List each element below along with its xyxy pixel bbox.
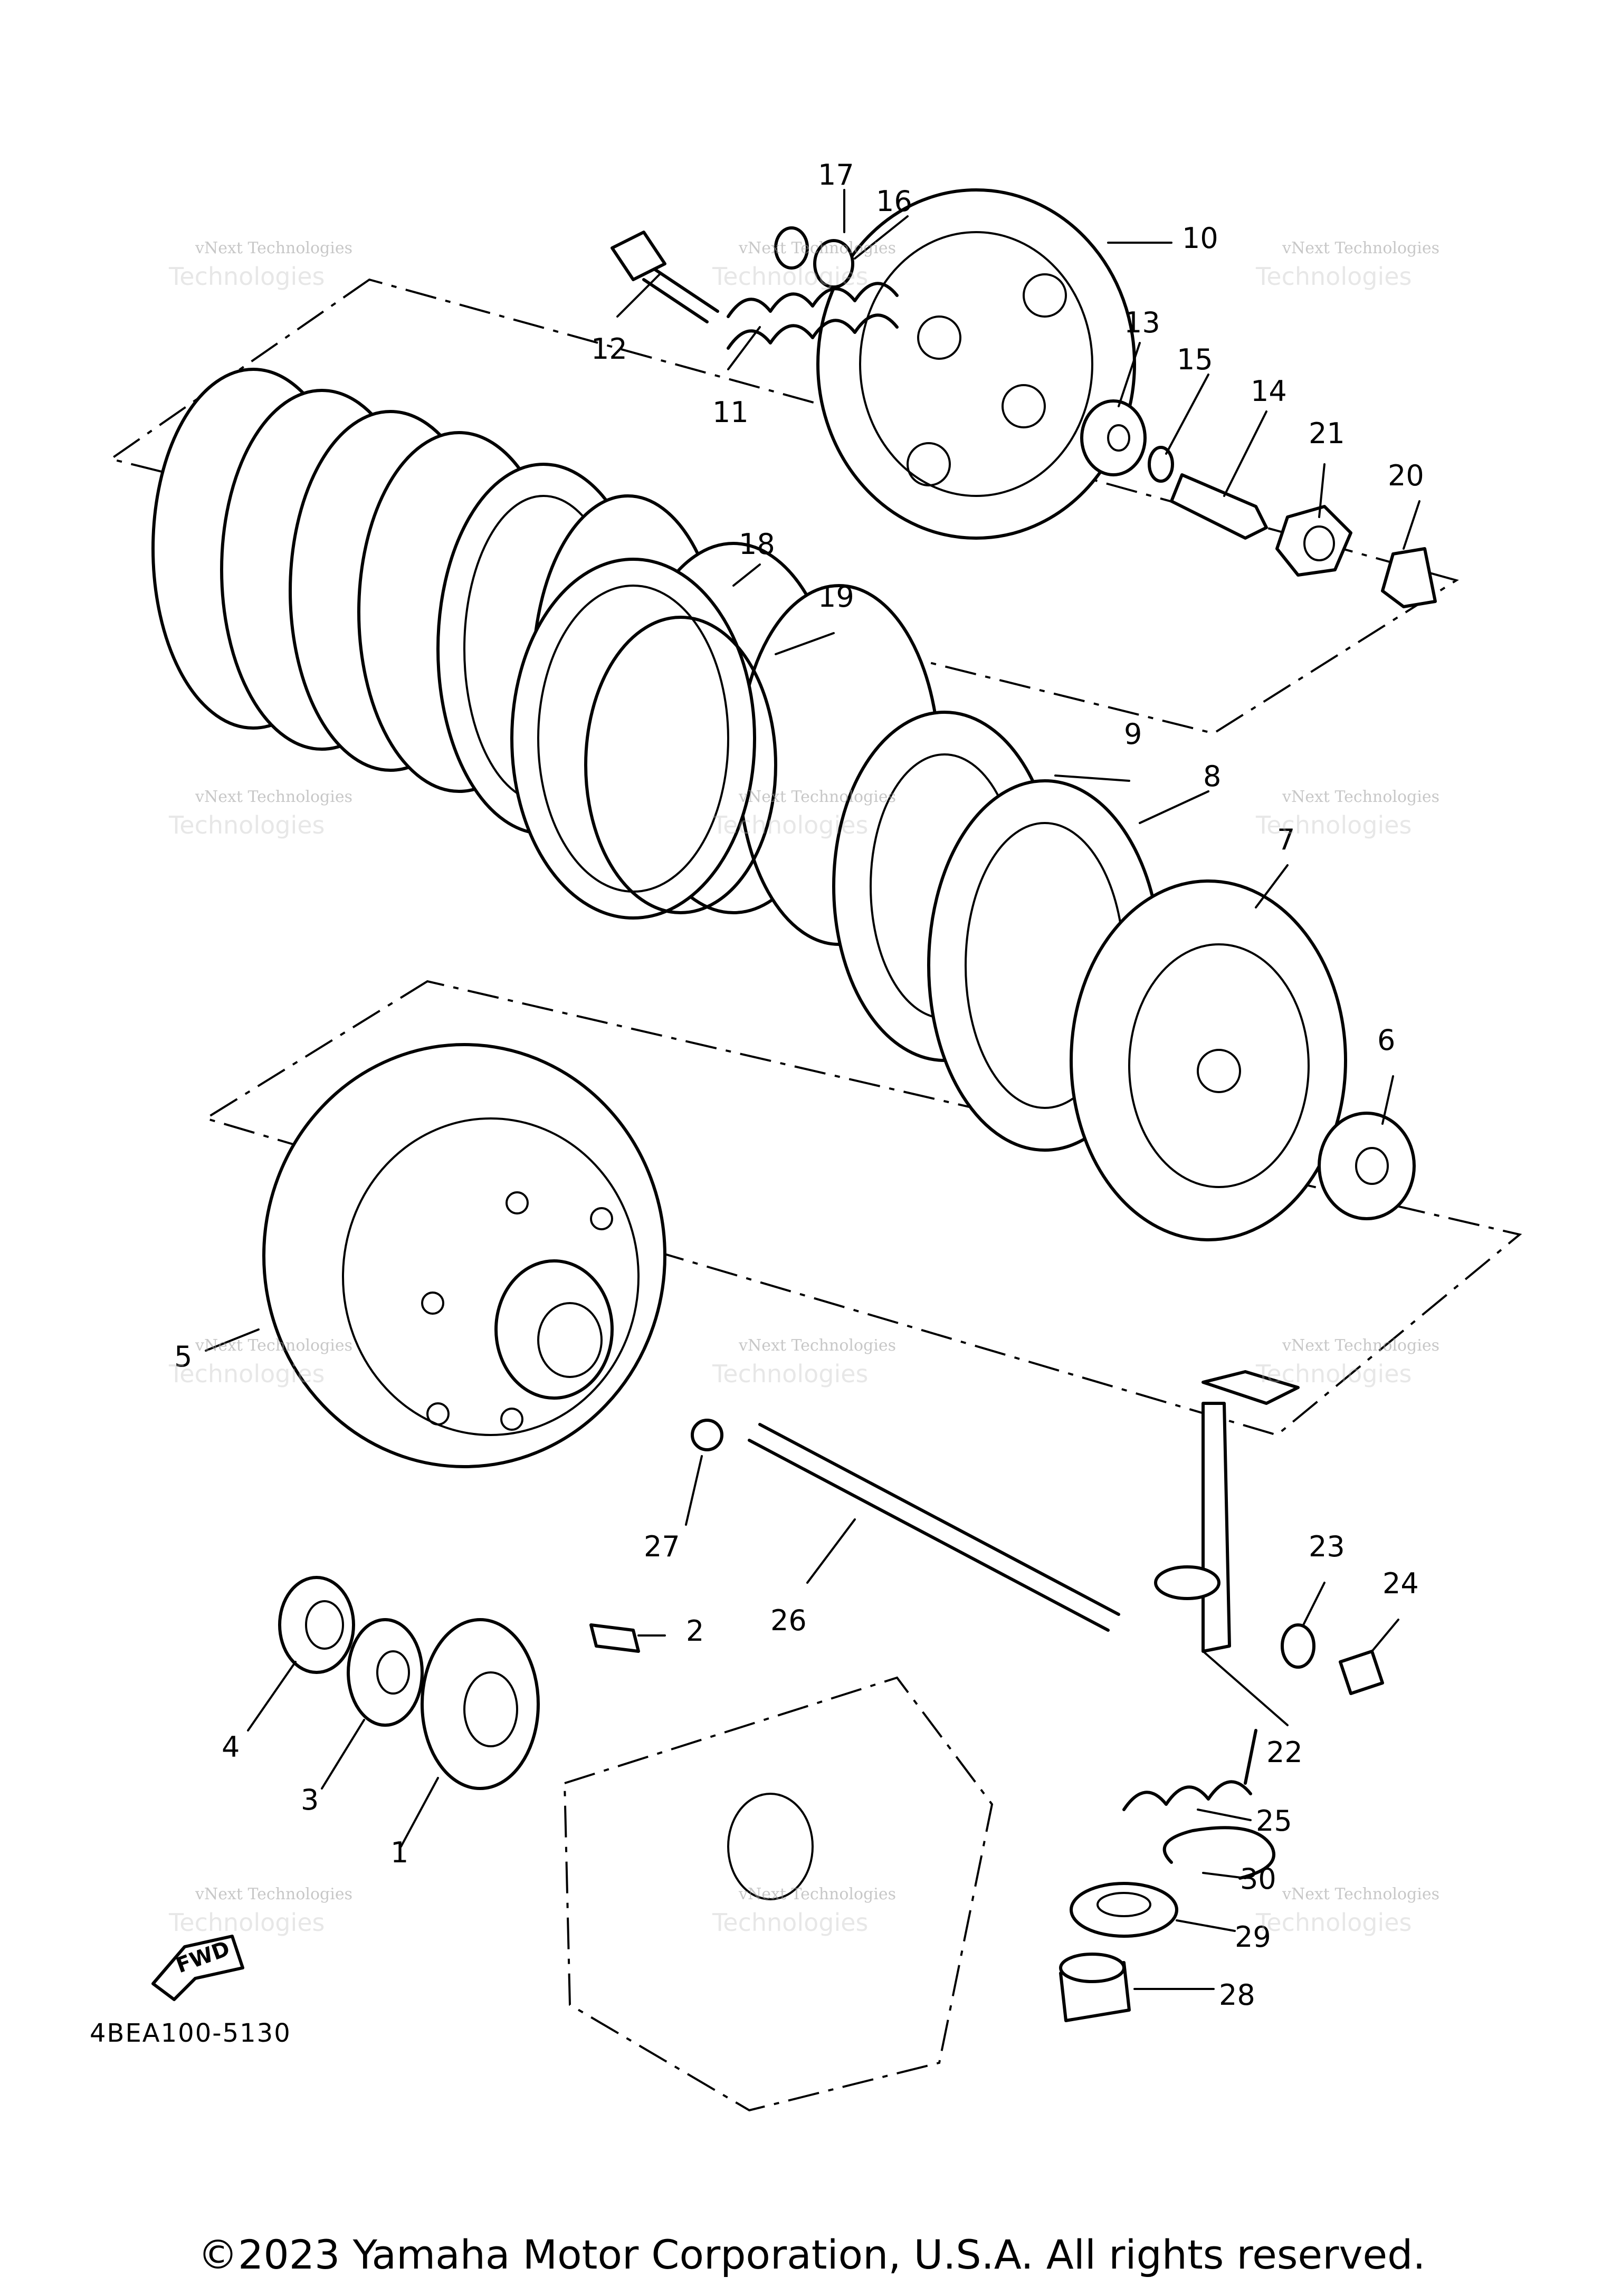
svg-text:vNext Technologies: vNext Technologies: [738, 239, 896, 257]
fwd-arrow-icon: FWD: [151, 1935, 244, 2001]
callout-13: 13: [1124, 306, 1160, 339]
spring-11: [727, 282, 899, 350]
callout-5: 5: [174, 1340, 192, 1373]
svg-text:vNext Technologies: vNext Technologies: [1282, 1336, 1439, 1355]
washer-16: [813, 239, 854, 289]
callout-18: 18: [739, 528, 775, 561]
callout-26: 26: [770, 1604, 807, 1637]
callout-6: 6: [1377, 1023, 1395, 1057]
callout-20: 20: [1388, 459, 1424, 492]
callout-11: 11: [712, 396, 749, 429]
callout-25: 25: [1256, 1804, 1292, 1838]
svg-text:vNext Technologies: vNext Technologies: [1282, 1885, 1439, 1903]
copyright-notice: ©2023 Yamaha Motor Corporation, U.S.A. A…: [198, 2231, 1426, 2278]
callout-28: 28: [1219, 1978, 1255, 2012]
callout-17: 17: [818, 158, 854, 192]
pressure-plate-10: [816, 188, 1136, 540]
callout-3: 3: [301, 1783, 319, 1816]
bearing-13: [1080, 399, 1147, 476]
callout-4: 4: [222, 1730, 240, 1764]
bolt-12: [611, 231, 719, 323]
svg-text:Technologies: Technologies: [1255, 262, 1412, 291]
svg-text:Technologies: Technologies: [168, 1360, 325, 1388]
svg-text:Technologies: Technologies: [1255, 1908, 1412, 1937]
svg-text:vNext Technologies: vNext Technologies: [195, 1885, 352, 1903]
svg-text:Technologies: Technologies: [712, 1360, 869, 1388]
clutch-housing-5: [262, 1043, 666, 1468]
callout-10: 10: [1182, 222, 1218, 255]
svg-text:vNext Technologies: vNext Technologies: [1282, 788, 1439, 806]
callout-27: 27: [644, 1530, 680, 1563]
watermarks: vNext Technologies Technologies vNext Te…: [168, 239, 1439, 1937]
callout-9: 9: [1124, 718, 1142, 751]
o-ring-15: [1148, 446, 1174, 483]
callout-16: 16: [876, 185, 912, 218]
callout-23: 23: [1309, 1530, 1345, 1563]
callout-30: 30: [1240, 1862, 1276, 1896]
collar-4: [278, 1576, 355, 1674]
key-2: [589, 1623, 640, 1653]
callout-12: 12: [591, 332, 627, 366]
ring-18: [510, 558, 756, 920]
washer-6: [1318, 1112, 1416, 1220]
callout-29: 29: [1235, 1920, 1271, 1954]
circlip-30: [1162, 1826, 1275, 1880]
nut-21: [1275, 505, 1352, 577]
ball-27: [691, 1419, 723, 1451]
svg-text:Technologies: Technologies: [168, 1908, 325, 1937]
svg-text:vNext Technologies: vNext Technologies: [738, 788, 896, 806]
washer-29: [1070, 1882, 1178, 1938]
svg-text:vNext Technologies: vNext Technologies: [738, 1336, 896, 1355]
lock-washer-20: [1381, 547, 1437, 608]
spring-25: [1122, 1729, 1257, 1811]
svg-text:vNext Technologies: vNext Technologies: [195, 1336, 352, 1355]
svg-text:Technologies: Technologies: [712, 1908, 869, 1937]
diagram-code: 4BEA100-5130: [90, 2018, 291, 2048]
clutch-boss-7: [1070, 879, 1347, 1241]
bolt-24: [1339, 1650, 1384, 1695]
callout-22: 22: [1266, 1736, 1303, 1769]
callout-1: 1: [390, 1836, 408, 1869]
push-lever-shaft-26: [748, 1423, 1120, 1632]
svg-text:vNext Technologies: vNext Technologies: [195, 788, 352, 806]
callout-7: 7: [1277, 823, 1295, 856]
bush-28: [1059, 1953, 1131, 2022]
svg-text:Technologies: Technologies: [168, 811, 325, 839]
callout-21: 21: [1309, 417, 1345, 450]
push-rod-14: [1170, 473, 1268, 540]
callout-8: 8: [1203, 760, 1221, 793]
svg-text:vNext Technologies: vNext Technologies: [195, 239, 352, 257]
svg-text:Technologies: Technologies: [1255, 1360, 1412, 1388]
callout-labels: 1 2 3 4 5 6 7 8 9 10 11 12 13 14 15 16 1…: [174, 158, 1424, 2012]
svg-text:vNext Technologies: vNext Technologies: [738, 1885, 896, 1903]
kick-shaft-22: [1154, 1370, 1300, 1653]
svg-text:Technologies: Technologies: [712, 811, 869, 839]
svg-text:Technologies: Technologies: [168, 262, 325, 291]
svg-text:vNext Technologies: vNext Technologies: [1282, 239, 1439, 257]
nut-17: [774, 226, 809, 270]
callout-15: 15: [1177, 343, 1213, 376]
callout-14: 14: [1251, 375, 1287, 408]
washer-23: [1281, 1623, 1315, 1669]
washer-3: [347, 1618, 424, 1727]
svg-text:Technologies: Technologies: [712, 262, 869, 291]
svg-text:Technologies: Technologies: [1255, 811, 1412, 839]
gear-1: [421, 1618, 540, 1790]
leader-lines: [205, 189, 1420, 1990]
spring-ring-19: [584, 616, 777, 914]
lower-group-outline: [203, 980, 1522, 1437]
callout-19: 19: [818, 580, 854, 614]
callout-24: 24: [1382, 1567, 1419, 1600]
callout-2: 2: [686, 1614, 704, 1648]
crankcase-outline: [563, 1676, 994, 2112]
